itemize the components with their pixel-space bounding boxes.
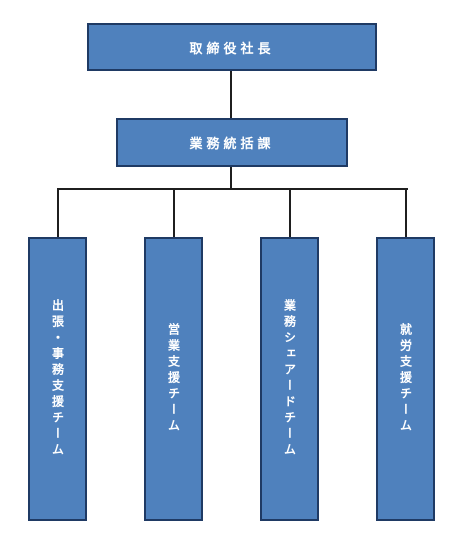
node-president: 取締役社長 xyxy=(87,23,377,71)
node-team-employment-support: 就労支援チーム xyxy=(376,237,435,521)
node-team-sales-support: 営業支援チーム xyxy=(144,237,203,521)
connector-department-stem xyxy=(230,166,232,189)
node-president-label: 取締役社長 xyxy=(189,41,275,57)
connector-root-to-department xyxy=(230,70,232,118)
node-team-business-trip-admin: 出張・事務支援チーム xyxy=(28,237,87,521)
connector-team-2 xyxy=(173,188,175,238)
connector-team-bar xyxy=(57,188,408,190)
node-team-business-trip-admin-label: 出張・事務支援チーム xyxy=(50,299,65,459)
node-team-sales-support-label: 営業支援チーム xyxy=(166,323,181,435)
node-team-shared-services: 業務シェアードチーム xyxy=(260,237,319,521)
node-business-control-section: 業務統括課 xyxy=(116,118,348,167)
connector-team-4 xyxy=(405,188,407,238)
node-team-shared-services-label: 業務シェアードチーム xyxy=(282,299,297,459)
connector-team-1 xyxy=(57,188,59,238)
connector-team-3 xyxy=(289,188,291,238)
node-team-employment-support-label: 就労支援チーム xyxy=(398,323,413,435)
node-business-control-section-label: 業務統括課 xyxy=(189,137,275,152)
